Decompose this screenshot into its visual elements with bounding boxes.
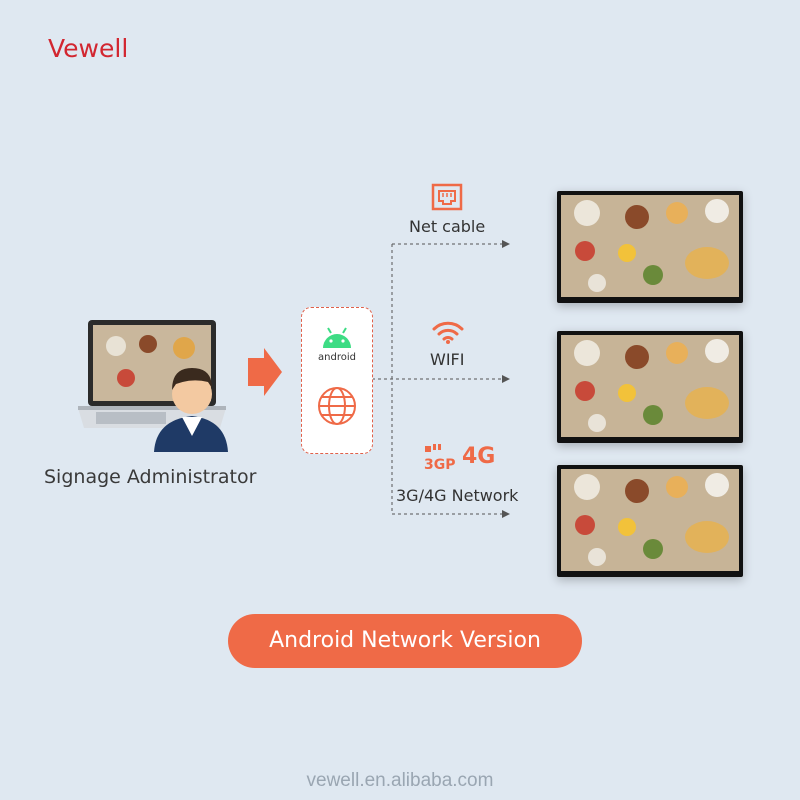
- admin-label: Signage Administrator: [44, 466, 257, 488]
- connection-label-cellular: 3G/4G Network: [396, 486, 519, 505]
- arrowhead-wifi: [502, 375, 510, 383]
- arrowhead-net-cable: [502, 240, 510, 248]
- brand-logo: Vewell: [48, 34, 129, 63]
- android-icon: [323, 327, 351, 348]
- connection-label-net-cable: Net cable: [409, 217, 486, 236]
- badge-3gp: 3GP: [424, 457, 456, 473]
- badge-4g: 4G: [462, 444, 496, 469]
- flow-arrow-icon: [248, 348, 282, 396]
- globe-icon: [318, 387, 356, 425]
- version-badge: Android Network Version: [228, 614, 582, 668]
- android-label: android: [318, 352, 356, 363]
- display-screen: [557, 465, 743, 577]
- display-screen: [557, 331, 743, 443]
- connection-label-wifi: WIFI: [430, 350, 465, 369]
- admin-laptop: [76, 316, 228, 452]
- ethernet-port-icon: [431, 183, 463, 211]
- cellular-3gp-4g-icon: 3GP 4G: [424, 444, 504, 478]
- android-device-card: android: [301, 307, 373, 454]
- display-screen: [557, 191, 743, 303]
- wifi-icon: [432, 321, 464, 344]
- footer-watermark: vewell.en.alibaba.com: [306, 770, 494, 791]
- arrowhead-cellular: [502, 510, 510, 518]
